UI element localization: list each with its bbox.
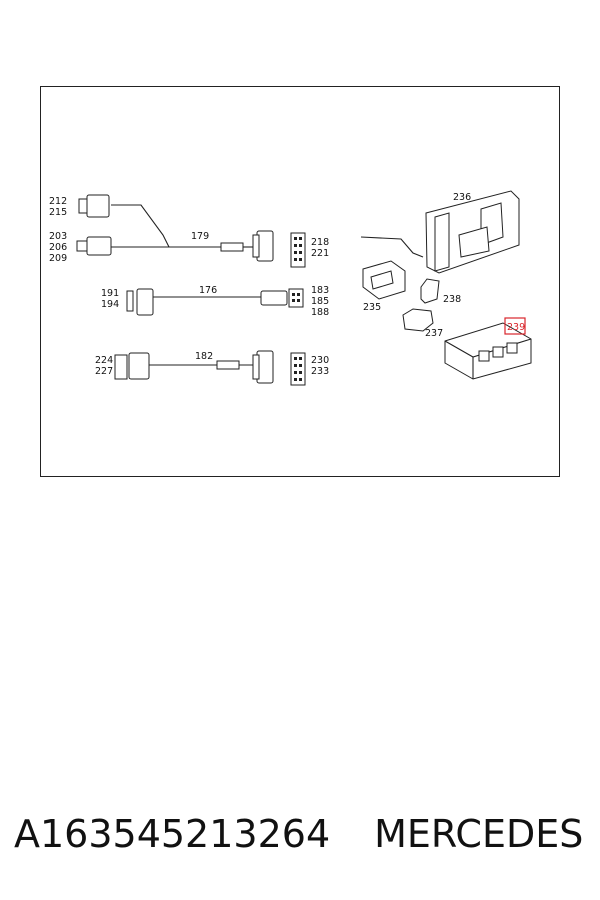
callout-191: 191 <box>101 288 119 299</box>
callout-206: 206 <box>49 242 67 253</box>
harness-176 <box>126 288 304 316</box>
part-number: A163545213264 <box>14 812 331 856</box>
callout-179: 179 <box>191 231 209 242</box>
callout-235: 235 <box>363 302 381 313</box>
seat-switch-panel-236 <box>360 190 520 274</box>
callout-224: 224 <box>95 355 113 366</box>
callout-221: 221 <box>311 248 329 259</box>
callout-203: 203 <box>49 231 67 242</box>
callout-194: 194 <box>101 299 119 310</box>
callout-237: 237 <box>425 328 443 339</box>
callout-183: 183 <box>311 285 329 296</box>
callout-188: 188 <box>311 307 329 318</box>
knob-238 <box>420 278 440 304</box>
callout-209: 209 <box>49 253 67 264</box>
knob-237 <box>402 308 434 332</box>
callout-185: 185 <box>311 296 329 307</box>
caption: A163545213264 MERCEDES <box>14 806 594 862</box>
callout-212: 212 <box>49 196 67 207</box>
callout-236: 236 <box>453 192 471 203</box>
callout-182: 182 <box>195 351 213 362</box>
callout-230: 230 <box>311 355 329 366</box>
callout-215: 215 <box>49 207 67 218</box>
brand-name: MERCEDES <box>374 812 584 856</box>
callout-218: 218 <box>311 237 329 248</box>
control-unit-239 <box>444 322 532 380</box>
callout-233: 233 <box>311 366 329 377</box>
switch-235 <box>362 260 406 300</box>
callout-227: 227 <box>95 366 113 377</box>
callout-238: 238 <box>443 294 461 305</box>
callout-176: 176 <box>199 285 217 296</box>
parts-diagram: 212 215 179 218 221 203 206 209 191 194 … <box>49 190 532 386</box>
highlight-box-239 <box>504 317 526 335</box>
diagram-frame: 212 215 179 218 221 203 206 209 191 194 … <box>40 86 560 477</box>
harness-179 <box>76 194 306 268</box>
callout-239[interactable]: 239 <box>507 322 525 333</box>
harness-182 <box>114 350 306 386</box>
